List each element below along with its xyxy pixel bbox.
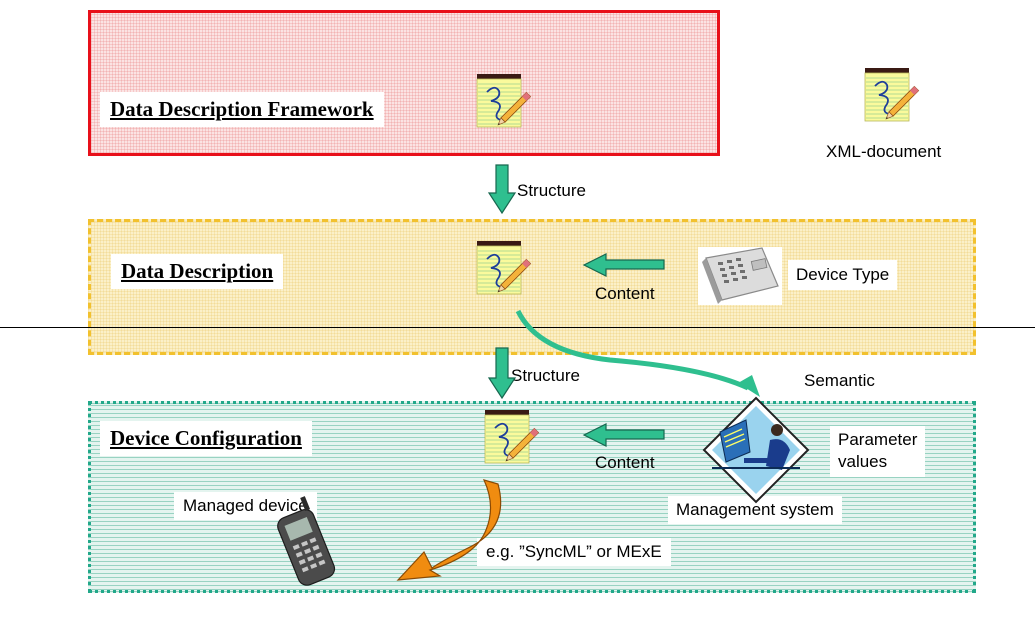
description-title: Data Description (111, 254, 284, 289)
content-label-top: Content (595, 284, 655, 303)
managed-device-phone-icon (277, 496, 336, 586)
content-arrow-top (582, 253, 665, 277)
content-label-bottom: Content (595, 453, 655, 472)
structure-arrow-top (487, 164, 517, 215)
framework-title: Data Description Framework (100, 92, 384, 127)
xml-document-icon (476, 73, 532, 128)
structure-arrow-mid (487, 347, 517, 400)
xml-document-icon (864, 67, 920, 122)
parameter-values-label: Parameter values (830, 426, 926, 477)
content-arrow-bottom (582, 423, 665, 447)
management-system-icon (702, 396, 810, 504)
xml-document-icon (484, 409, 540, 464)
delivery-arrow (396, 479, 502, 581)
separator-line (0, 327, 1035, 328)
configuration-title: Device Configuration (100, 421, 312, 456)
device-type-label: Device Type (788, 260, 898, 290)
framework-layer-box (88, 10, 720, 156)
management-system-label: Management system (668, 496, 842, 524)
structure-label-mid: Structure (511, 366, 580, 385)
device-type-phone-icon (698, 247, 782, 305)
xml-document-label: XML-document (826, 142, 942, 161)
transport-label: e.g. ”SyncML” or MExE (477, 538, 671, 566)
semantic-arrow (515, 309, 760, 397)
structure-label-top: Structure (517, 181, 586, 200)
semantic-label: Semantic (804, 371, 875, 390)
xml-document-icon (476, 240, 532, 295)
